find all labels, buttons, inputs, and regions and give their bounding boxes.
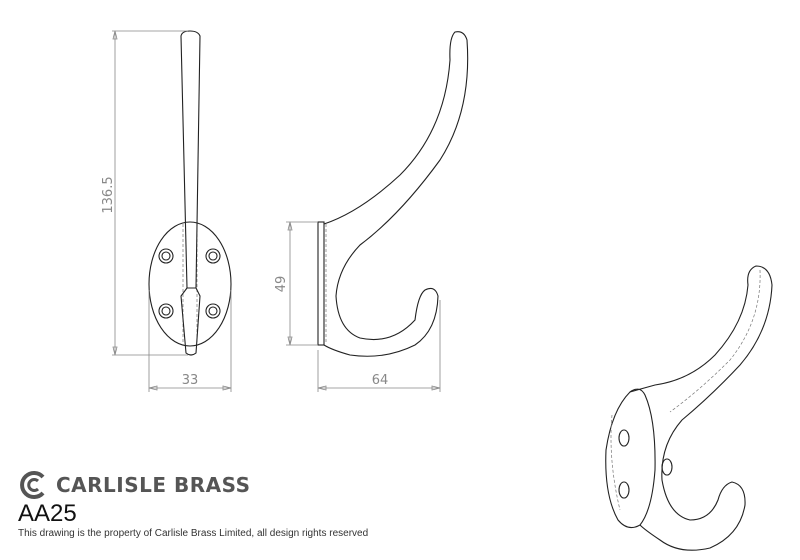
projection-dimension: 64 (372, 373, 389, 388)
side-view: 49 64 (274, 31, 469, 392)
height-dimension: 136.5 (101, 176, 116, 213)
brand-logo: CARLISLE BRASS (18, 470, 251, 500)
carlisle-logo-icon (20, 471, 45, 499)
screw-holes (158, 248, 221, 319)
isometric-view (605, 265, 773, 551)
copyright-notice: This drawing is the property of Carlisle… (18, 528, 369, 539)
product-code: AA25 (18, 500, 77, 527)
front-view: 136.5 33 (101, 30, 232, 392)
plate-height-dimension: 49 (274, 276, 289, 293)
backplate-oval (148, 221, 232, 347)
hook-shaft (180, 30, 201, 289)
lower-hook (180, 287, 201, 356)
width-dimension: 33 (182, 373, 199, 388)
brand-name: CARLISLE BRASS (56, 473, 251, 497)
hook-profile (323, 31, 469, 357)
